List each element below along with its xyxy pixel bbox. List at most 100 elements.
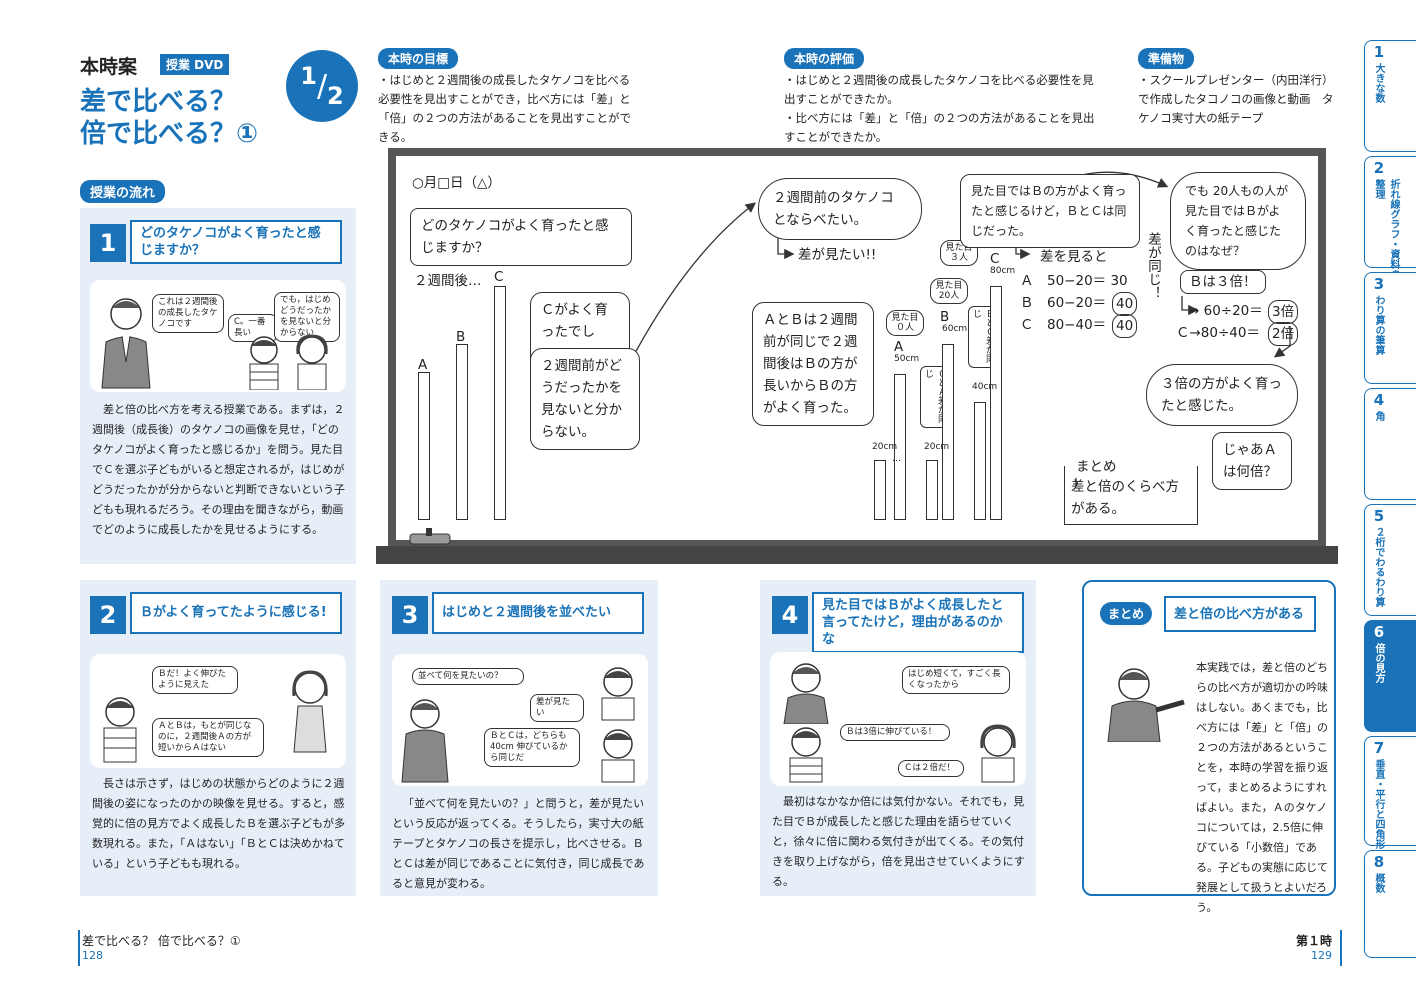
section4-panel: 4 見た目ではＢがよく成長したと言ってたけど，理由があるのかな はじめ短くて，す… — [760, 580, 1036, 896]
tab-chapter-1[interactable]: 1 大きな数 — [1364, 40, 1416, 152]
tape-c-measured — [990, 286, 1002, 520]
section4-callout: 見た目ではＢがよく成長したと言ってたけど，理由があるのかな — [812, 592, 1024, 653]
board-ans-2: 2倍 — [1268, 322, 1299, 346]
tape-a-start — [874, 460, 886, 520]
child-figure-icon — [249, 336, 279, 390]
footer-rule-right — [1340, 930, 1342, 966]
board-label-a2: A — [894, 339, 904, 355]
section2-illustration: Ｂだ！よく伸びたように見えた ＡとＢは，もとが同じなのに，２週間後Ａの方が短いか… — [90, 654, 346, 768]
goals-label: 本時の目標 — [378, 48, 459, 69]
goals-section: 本時の目標 ・はじめと２週間後の成長したタケノコを比べる必要性を見出すことができ… — [378, 48, 640, 147]
board-len-a-start: 20cm — [872, 442, 898, 452]
board-label-a: A — [418, 357, 428, 373]
dvd-badge[interactable]: 授業 DVD — [160, 54, 230, 75]
board-question: どのタケノコがよく育ったと感じますか？ — [410, 208, 632, 266]
board-cloud-compare: ２週間前のタケノコとならべたい。 — [758, 178, 922, 240]
board-vote-a: 見た目０人 — [886, 310, 924, 336]
board-bubble-unknown: ２週間前がどうだったかを見ないと分からない。 — [530, 348, 640, 450]
section2-callout: Ｂがよく育ってたように感じる! — [130, 592, 342, 634]
flow-label: 授業の流れ — [80, 180, 166, 203]
section4-bubble2: Ｂは3倍に伸びている！ — [840, 724, 950, 741]
board-cloud-why: でも 20人もの人が見た目ではＢがよく育ったと感じたのはなぜ？ — [1170, 172, 1306, 270]
tape-b — [456, 344, 468, 520]
board-eq-b-ans: 40 — [1112, 292, 1138, 316]
board-len-c-start: 40cm — [972, 382, 998, 392]
board-want-diff: 差が見たい!! — [798, 247, 877, 263]
summary-label: まとめ — [1100, 602, 1153, 625]
board-eq-b-times: → 60÷20＝ — [1188, 303, 1263, 319]
section1-bubble-teacher: これは２週間後の成長したタケノコです — [152, 294, 224, 333]
tape-c-start — [974, 402, 986, 520]
preparation-section: 準備物 ・スクールプレゼンター（内田洋行）で作成したタコノコの画像と動画 タケノ… — [1138, 48, 1344, 128]
tab-chapter-7[interactable]: 7 垂直・平行と四角形 — [1364, 736, 1416, 849]
section3-bubble3: ＢとＣは，どちらも40cm 伸びているから同じだ — [484, 728, 580, 767]
board-b-three: Ｂは３倍！ — [1180, 270, 1266, 294]
board-ans-3: 3倍 — [1268, 300, 1299, 324]
flow-label-wrap: 授業の流れ — [80, 180, 166, 203]
board-label-c2: C — [990, 251, 1000, 267]
teacher-figure-icon — [783, 663, 829, 724]
tab-chapter-6[interactable]: 6 倍の見方 — [1364, 620, 1416, 732]
teacher-figure-icon — [401, 699, 449, 783]
section4-body: 最初はなかなか倍には気付かない。それでも，見た目でＢが成長したと感じた理由を語ら… — [772, 795, 1025, 888]
tab-chapter-3[interactable]: 3 わり算の筆算 — [1364, 272, 1416, 384]
boy-figure-icon — [103, 697, 137, 763]
footer-title: 差で比べる？ 倍で比べる？① — [82, 934, 241, 948]
girl-figure-icon — [980, 724, 1016, 783]
evaluation-item2: ・比べ方には「差」と「倍」の２つの方法があることを見出すことができたか。 — [784, 111, 1095, 144]
tab-chapter-8[interactable]: 8 概数 — [1364, 850, 1416, 958]
board-eq-b: Ｂ 60−20＝ — [1020, 295, 1107, 311]
board-date: ○月□日（△） — [412, 175, 501, 191]
fraction-numerator: 1 — [300, 62, 317, 90]
board-ab-text: ＡとＢは２週間前が同じで２週間後はＢの方が長いからＢの方がよく育った。 — [752, 302, 874, 426]
summary-body: 本実践では，差と倍のどちらの比べ方が適切かの吟味はしない。あくまでも，比べ方には… — [1196, 661, 1328, 914]
section3-illustration: 並べて何を見たいの？ 差が見たい ＢとＣは，どちらも40cm 伸びているから同じ… — [392, 654, 648, 786]
tape-a-measured — [894, 374, 906, 520]
lesson-fraction-badge: 1 / 2 — [286, 50, 358, 122]
tape-a — [418, 372, 430, 520]
eraser-icon — [409, 528, 451, 545]
board-eq-c-times: Ｃ→80÷40＝ — [1176, 325, 1260, 341]
footer-page-right: 129 — [1311, 949, 1333, 962]
tab-chapter-4[interactable]: 4 角 — [1364, 388, 1416, 500]
tab-chapter-2[interactable]: 2 折れ線グラフ・資料の整理 — [1364, 156, 1416, 279]
title-line2: 倍で比べる？① — [80, 119, 259, 149]
girl-figure-icon — [296, 334, 328, 390]
boy-figure-icon — [601, 667, 635, 721]
board-look-b: 見た目ではＢの方がよく育ったと感じるけど，ＢとＣは同じだった。 — [960, 174, 1140, 248]
section4-bubble1: はじめ短くて，すごく長くなったから — [902, 666, 1010, 694]
tape-b-measured — [942, 344, 954, 520]
board-see-diff: 差を見ると — [1040, 249, 1108, 265]
tape-c — [494, 286, 506, 520]
teacher-pointing-icon — [1107, 668, 1185, 742]
tab-chapter-5[interactable]: 5 ２桁でわるわり算 — [1364, 504, 1416, 616]
board-two-weeks: ２週間後… — [414, 273, 482, 289]
board-label-c: C — [494, 269, 504, 285]
section2-bubble2: ＡとＢは，もとが同じなのに，２週間後Ａの方が短いからＡはない — [152, 718, 264, 757]
board-len-b-start: 20cm — [924, 442, 950, 452]
fraction-denominator: 2 — [327, 82, 344, 110]
tape-b-start — [926, 460, 938, 520]
board-len-c: 80cm — [990, 266, 1016, 276]
board-diff-same: 差が同じ！ — [1145, 232, 1161, 300]
footer-rule-left — [78, 930, 80, 966]
section4-number: 4 — [772, 596, 808, 634]
board-cloud-three: ３倍の方がよく育ったと感じた。 — [1146, 364, 1298, 426]
section3-bubble2: 差が見たい — [530, 694, 584, 722]
board-eq-a: Ａ 50−20＝ 30 — [1020, 273, 1128, 289]
footer-page-left: 128 — [82, 949, 103, 962]
section2-body: 長さは示さず，はじめの状態からどのように２週間後の姿になったのかの映像を見せる。… — [92, 777, 345, 870]
girl-figure-icon — [292, 670, 328, 753]
section3-number: 3 — [392, 596, 428, 634]
section1-bubble-child2: でも，はじめどうだったかを見ないと分からない — [274, 292, 340, 342]
evaluation-section: 本時の評価 ・はじめと２週間後の成長したタケノコを比べる必要性を見出すことができ… — [784, 48, 1104, 147]
page-title: 差で比べる？ 倍で比べる？① — [80, 86, 290, 150]
section3-body: 「並べて何を見たいの？」と問うと，差が見たいという反応が返ってくる。そうしたら，… — [392, 797, 645, 890]
goals-text: ・はじめと２週間後の成長したタケノコを比べる必要性を見出すことができ，比べ方には… — [378, 73, 631, 144]
board-len-b: 60cm — [942, 324, 968, 334]
preparation-text: ・スクールプレゼンター（内田洋行）で作成したタコノコの画像と動画 タケノコ実寸大… — [1138, 73, 1334, 125]
board-eq-c: Ｃ 80−40＝ — [1020, 317, 1107, 333]
summary-panel: まとめ 差と倍の比べ方がある 本実践では，差と倍のどちらの比べ方が適切かの吟味は… — [1082, 580, 1336, 914]
blackboard-tray — [376, 546, 1338, 564]
section4-illustration: はじめ短くて，すごく長くなったから Ｂは3倍に伸びている！ Ｃは２倍だ！ — [770, 652, 1026, 786]
